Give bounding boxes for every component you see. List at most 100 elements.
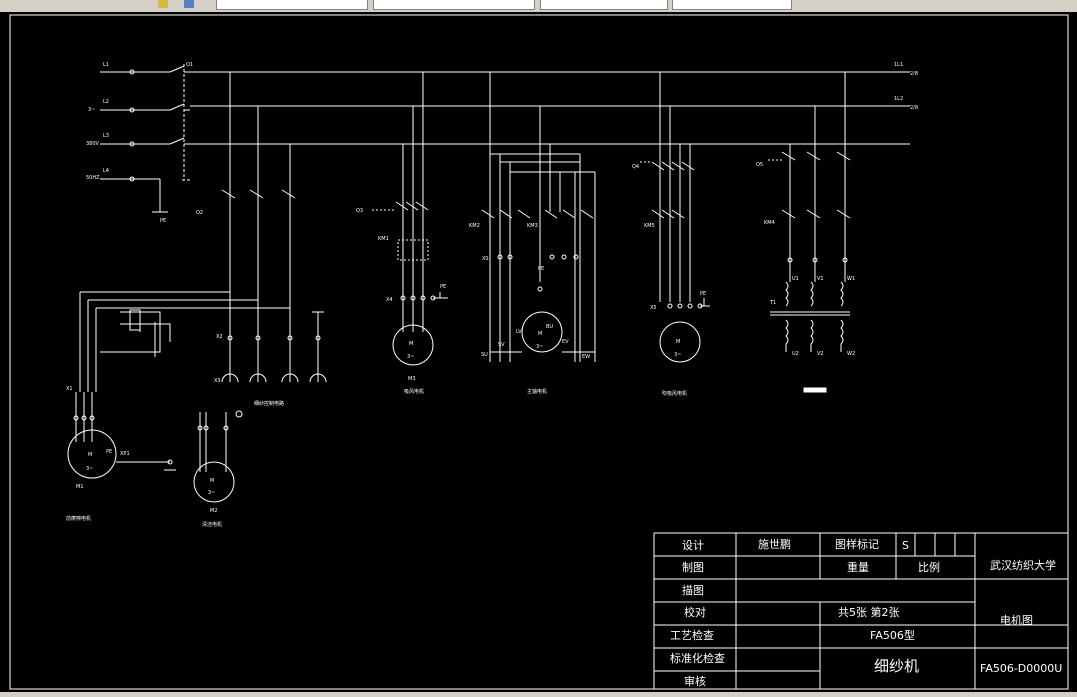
tb-sheet-info: 共5张 第2张 [838,605,900,619]
tb-mark-value: S [902,539,909,552]
label-v2: V2 [817,351,824,357]
electrical-schematic: L1 L2 3~ L3 380V L4 50HZ Q1 PE 1L1 2/8 1… [9,14,1069,690]
drawing-border [9,14,1069,690]
label-w2: W2 [847,351,855,357]
motor-blow-suction [659,321,701,363]
label-pe-main: PE [538,266,544,272]
label-bus1-to: 2/8 [910,71,918,77]
label-w1: W1 [847,276,855,282]
motor-main-sv: SV [498,342,505,348]
motor-m2-m: M [210,478,214,484]
label-l2: L2 [103,99,109,105]
caption-m2: 清洁电机 [202,521,222,528]
motor-main-m: M [538,331,542,337]
caption-m1: 前摩擦电机 [66,515,91,522]
motor-main-phase: 3~ [536,344,543,350]
motor-m1-phase: 3~ [86,466,93,472]
label-xs: XS [482,256,489,262]
motor-m1 [67,429,117,479]
command-line-strip [0,692,1077,697]
motor-m1-m: M [88,452,92,458]
tb-review: 审核 [684,674,706,688]
label-km1: KM1 [378,236,389,242]
caption-control: 细纱控制电路 [254,400,284,407]
tb-model: FA506型 [870,628,915,642]
title-block-grid [653,532,1069,690]
tb-design: 设计 [682,539,704,552]
label-380v: 380V [86,141,100,147]
caption-m4: 主轴电机 [527,388,547,395]
tb-product: 细纱机 [874,657,919,675]
motor-main-ev: EV [562,339,569,345]
motor-main-ew: EW [582,354,590,360]
drawing-canvas[interactable]: L1 L2 3~ L3 380V L4 50HZ Q1 PE 1L1 2/8 1… [0,12,1077,692]
label-50hz: 50HZ [86,175,100,181]
label-pe: PE [160,218,166,224]
tb-weight: 重量 [847,560,869,574]
motor-m2-tag: M2 [210,508,218,514]
label-u1: U1 [792,276,799,282]
tb-drawing-name: 电机图 [1000,613,1033,627]
motor-main-su: SU [481,352,488,358]
tb-designer: 施世鹏 [758,538,791,551]
motor-m3-phase: 3~ [407,354,414,360]
tb-checking: 校对 [684,605,706,619]
tb-scale: 比例 [918,560,940,574]
label-q4: Q4 [632,164,639,170]
tb-university: 武汉纺织大学 [990,558,1056,572]
label-xp1: XP1 [120,451,130,457]
supply-lines [100,71,170,180]
toolbar-strip [0,0,1077,12]
motor-main-lv: LV [516,329,522,335]
label-km4: KM4 [764,220,775,226]
label-q2: Q2 [196,210,203,216]
tb-drawing-mark: 图样标记 [835,537,879,551]
motor-m2-phase: 3~ [208,490,215,496]
motor-m2 [193,461,235,503]
tb-process-check: 工艺检查 [670,628,714,642]
tb-standard-check: 标准化检查 [670,651,725,665]
label-pe-m1: PE [106,449,112,455]
motor-m3-m: M [409,341,413,347]
label-x2: X2 [216,334,223,340]
motor-m1-tag: M1 [76,484,84,490]
label-q5: Q5 [756,162,763,168]
label-pe-m3: PE [440,284,446,290]
motor-main-bu: BU [546,324,553,330]
label-u2: U2 [792,351,799,357]
label-pe-blow: PE [700,291,706,297]
tool-icon-1[interactable] [158,0,168,8]
layer-dropdown-3[interactable] [540,0,668,10]
label-v1: V1 [817,276,824,282]
label-km2: KM2 [469,223,480,229]
label-km3: KM3 [527,223,538,229]
label-x4: X4 [386,297,393,303]
label-bus2-to: 2/8 [910,105,918,111]
red-mark [803,387,827,393]
layer-dropdown-4[interactable] [672,0,792,10]
label-l1: L1 [103,62,109,68]
label-l3: L3 [103,133,109,139]
label-km5: KM5 [644,223,655,229]
tb-drafting: 制图 [682,561,704,574]
tool-icon-2[interactable] [184,0,194,8]
motor-main-spindle [521,311,563,353]
label-x5: X5 [650,305,657,311]
motor-blow-m: M [676,339,680,345]
layer-dropdown-2[interactable] [373,0,535,10]
label-x3: X3 [214,378,221,384]
tb-drawing-number: FA506-D0000U [980,662,1062,675]
label-3phase: 3~ [88,107,95,113]
caption-m3: 吸风电机 [404,388,424,395]
tb-tracing: 描图 [682,583,704,597]
motor-blow-phase: 3~ [674,352,681,358]
label-bus2: 1L2 [894,96,903,102]
label-bus1: 1L1 [894,62,903,68]
label-x1: X1 [66,386,73,392]
motor-m3 [392,324,434,366]
motor-m3-tag: M3 [408,376,416,382]
label-l4: L4 [103,168,109,174]
layer-dropdown-1[interactable] [216,0,368,10]
main-switch-q1 [169,65,190,145]
label-t1: T1 [769,300,776,306]
